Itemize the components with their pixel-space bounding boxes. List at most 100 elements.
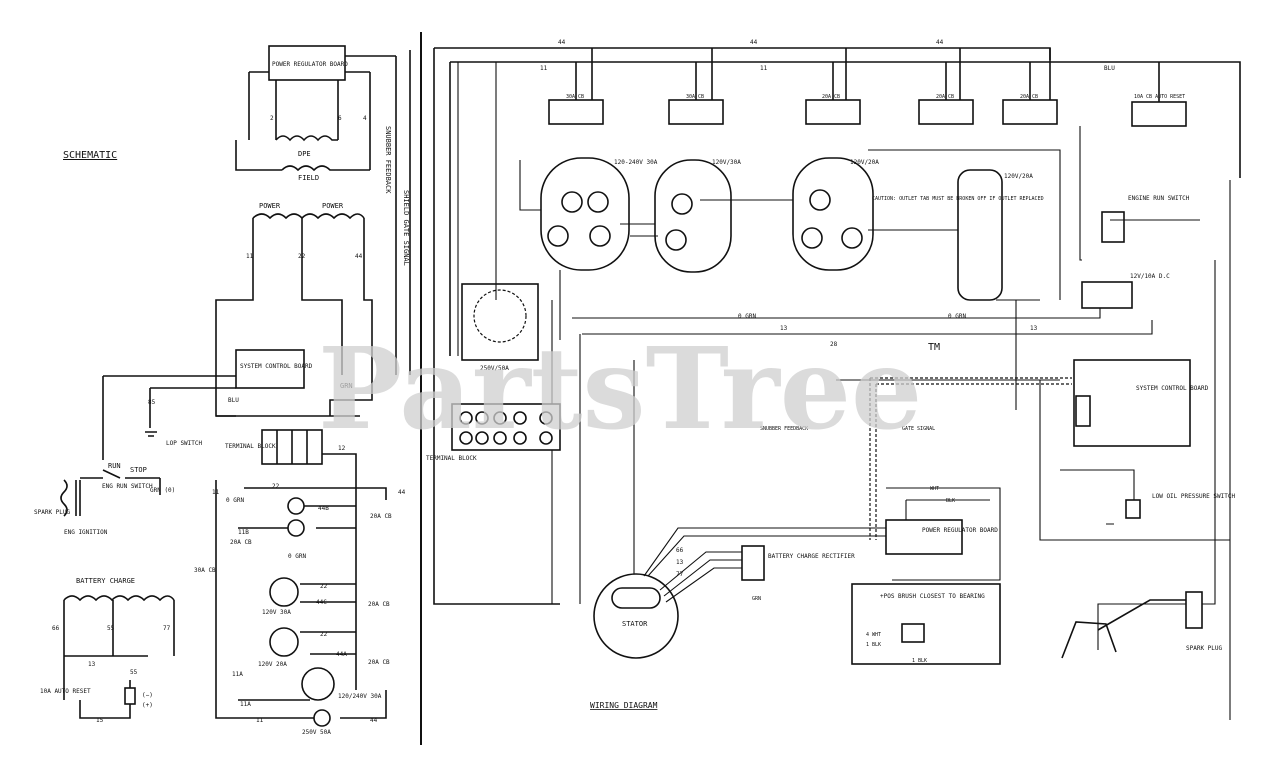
cb-auto-reset bbox=[1131, 101, 1187, 127]
svg-text:2: 2 bbox=[270, 115, 274, 122]
schematic-cb-30a: 30A CB bbox=[194, 567, 216, 574]
svg-text:4 WHT: 4 WHT bbox=[866, 632, 881, 638]
cb-4 bbox=[918, 99, 974, 125]
engine-run-switch-label: ENGINE RUN SWITCH bbox=[1128, 195, 1190, 202]
svg-text:44: 44 bbox=[558, 39, 566, 46]
cb-label-4: 20A CB bbox=[936, 94, 954, 100]
schematic-120v-20a: 120V 20A bbox=[258, 661, 287, 668]
schematic-title: SCHEMATIC bbox=[63, 150, 117, 161]
outlet-120-240v bbox=[540, 157, 630, 271]
svg-text:11: 11 bbox=[760, 65, 768, 72]
svg-text:44C: 44C bbox=[316, 599, 327, 606]
schematic-outlet-120-240 bbox=[301, 667, 335, 701]
schematic-cb-20a-3: 20A CB bbox=[368, 601, 390, 608]
schematic-power-label-1: POWER bbox=[259, 202, 281, 210]
schematic-terminal-block-label: TERMINAL BLOCK bbox=[225, 443, 276, 450]
watermark-tm: TM bbox=[928, 342, 940, 353]
schematic-zero-grn: 0 GRN bbox=[226, 497, 244, 504]
wiring-title: WIRING DIAGRAM bbox=[590, 701, 658, 710]
cb-label-1: 30A CB bbox=[566, 94, 584, 100]
low-oil-label: LOW OIL PRESSURE SWITCH bbox=[1152, 493, 1235, 500]
schematic-run: RUN bbox=[108, 462, 121, 470]
wiring-snubber-feedback: SNUBBER FEEDBACK bbox=[760, 426, 808, 432]
cb-label-2: 30A CB bbox=[686, 94, 704, 100]
wiring-spark-plug-label: SPARK PLUG bbox=[1186, 645, 1223, 652]
outlet-120v-30a bbox=[654, 159, 732, 273]
svg-text:44A: 44A bbox=[336, 651, 347, 658]
outlet-120v-20a-a-label: 120V/20A bbox=[850, 159, 879, 166]
svg-text:44: 44 bbox=[370, 717, 378, 724]
svg-text:44: 44 bbox=[355, 253, 363, 260]
svg-text:13: 13 bbox=[88, 661, 96, 668]
wiring-scb-label: SYSTEM CONTROL BOARD bbox=[1136, 385, 1209, 392]
wiring-blk: BLK bbox=[946, 498, 955, 504]
outlet-120v-30a-label: 120V/30A bbox=[712, 159, 741, 166]
wiring-terminal-block-label: TERMINAL BLOCK bbox=[426, 455, 477, 462]
schematic-scb-label: SYSTEM CONTROL BOARD bbox=[240, 363, 313, 370]
schematic-prb-label: POWER REGULATOR BOARD bbox=[272, 61, 348, 68]
svg-text:4: 4 bbox=[363, 115, 367, 122]
wiring-system-control-board bbox=[1073, 359, 1191, 447]
svg-text:44B: 44B bbox=[318, 505, 329, 512]
svg-text:13: 13 bbox=[1030, 325, 1038, 332]
battery-charge-rectifier bbox=[741, 545, 765, 581]
svg-text:0 GRN: 0 GRN bbox=[948, 313, 966, 320]
svg-text:55: 55 bbox=[107, 625, 115, 632]
wiring-wht: WHT bbox=[930, 486, 939, 492]
schematic-eng-ignition: ENG IGNITION bbox=[64, 529, 108, 536]
svg-text:11: 11 bbox=[212, 489, 220, 496]
schematic-cb-20a-2: 20A CB bbox=[230, 539, 252, 546]
schematic-outlet-250v bbox=[313, 709, 331, 727]
cb-2 bbox=[668, 99, 724, 125]
svg-text:22: 22 bbox=[320, 583, 328, 590]
outlet-12v-dc bbox=[1081, 281, 1133, 309]
wiring-power-regulator-board bbox=[885, 519, 963, 555]
cb-3 bbox=[805, 99, 861, 125]
svg-text:44: 44 bbox=[936, 39, 944, 46]
svg-text:0 GRN: 0 GRN bbox=[288, 553, 306, 560]
schematic-battery-diode bbox=[124, 687, 136, 705]
svg-text:11B: 11B bbox=[238, 529, 249, 536]
svg-text:66: 66 bbox=[52, 625, 60, 632]
schematic-power-label-2: POWER bbox=[322, 202, 344, 210]
schematic-250v-50a: 250V 50A bbox=[302, 729, 331, 736]
schematic-blu: BLU bbox=[228, 397, 239, 404]
stator bbox=[593, 573, 679, 659]
schematic-cb-20a-4: 20A CB bbox=[368, 659, 390, 666]
schematic-grn-0: GRN (0) bbox=[150, 487, 175, 494]
battery-charge-rectifier-label: BATTERY CHARGE RECTIFIER bbox=[768, 553, 855, 560]
outlet-12v-dc-label: 12V/10A D.C bbox=[1130, 273, 1170, 280]
cb-5 bbox=[1002, 99, 1058, 125]
svg-text:1 BLK: 1 BLK bbox=[912, 658, 927, 664]
svg-text:13: 13 bbox=[780, 325, 788, 332]
schematic-120-240v: 120/240V 30A bbox=[338, 693, 382, 700]
svg-text:(+): (+) bbox=[142, 702, 153, 709]
wiring-gate-signal: GATE SIGNAL bbox=[902, 426, 935, 432]
outlet-250v-50a-label: 250V/50A bbox=[480, 365, 509, 372]
schematic-cb-20a-1: 20A CB bbox=[370, 513, 392, 520]
svg-text:66: 66 bbox=[676, 547, 684, 554]
svg-text:11: 11 bbox=[256, 717, 264, 724]
schematic-snubber-feedback: SNUBBER FEEDBACK bbox=[384, 126, 392, 194]
cb-1 bbox=[548, 99, 604, 125]
wiring-terminal-block: TERMINAL BLOCK bbox=[426, 403, 561, 462]
svg-text:15: 15 bbox=[96, 717, 104, 724]
schematic-battery-charge: BATTERY CHARGE bbox=[76, 577, 135, 585]
outlet-120v-20a-a bbox=[792, 157, 874, 271]
outlet-120-240v-label: 120-240V 30A bbox=[614, 159, 658, 166]
svg-text:11: 11 bbox=[246, 253, 254, 260]
circuit-breakers: 30A CB 30A CB 20A CB 20A CB 20A CB 10A C… bbox=[548, 48, 1187, 127]
schematic-outlet-1 bbox=[287, 497, 305, 515]
schematic-outlet-20a bbox=[269, 627, 299, 657]
svg-text:44: 44 bbox=[750, 39, 758, 46]
svg-text:11A: 11A bbox=[240, 701, 251, 708]
svg-text:22: 22 bbox=[320, 631, 328, 638]
schematic-outlet-30a bbox=[269, 577, 299, 607]
svg-text:(−): (−) bbox=[142, 692, 153, 699]
svg-text:85: 85 bbox=[148, 399, 156, 406]
svg-text:0 GRN: 0 GRN bbox=[738, 313, 756, 320]
svg-text:77: 77 bbox=[676, 571, 684, 578]
svg-text:44: 44 bbox=[398, 489, 406, 496]
schematic-auto-reset: 10A AUTO RESET bbox=[40, 688, 91, 695]
